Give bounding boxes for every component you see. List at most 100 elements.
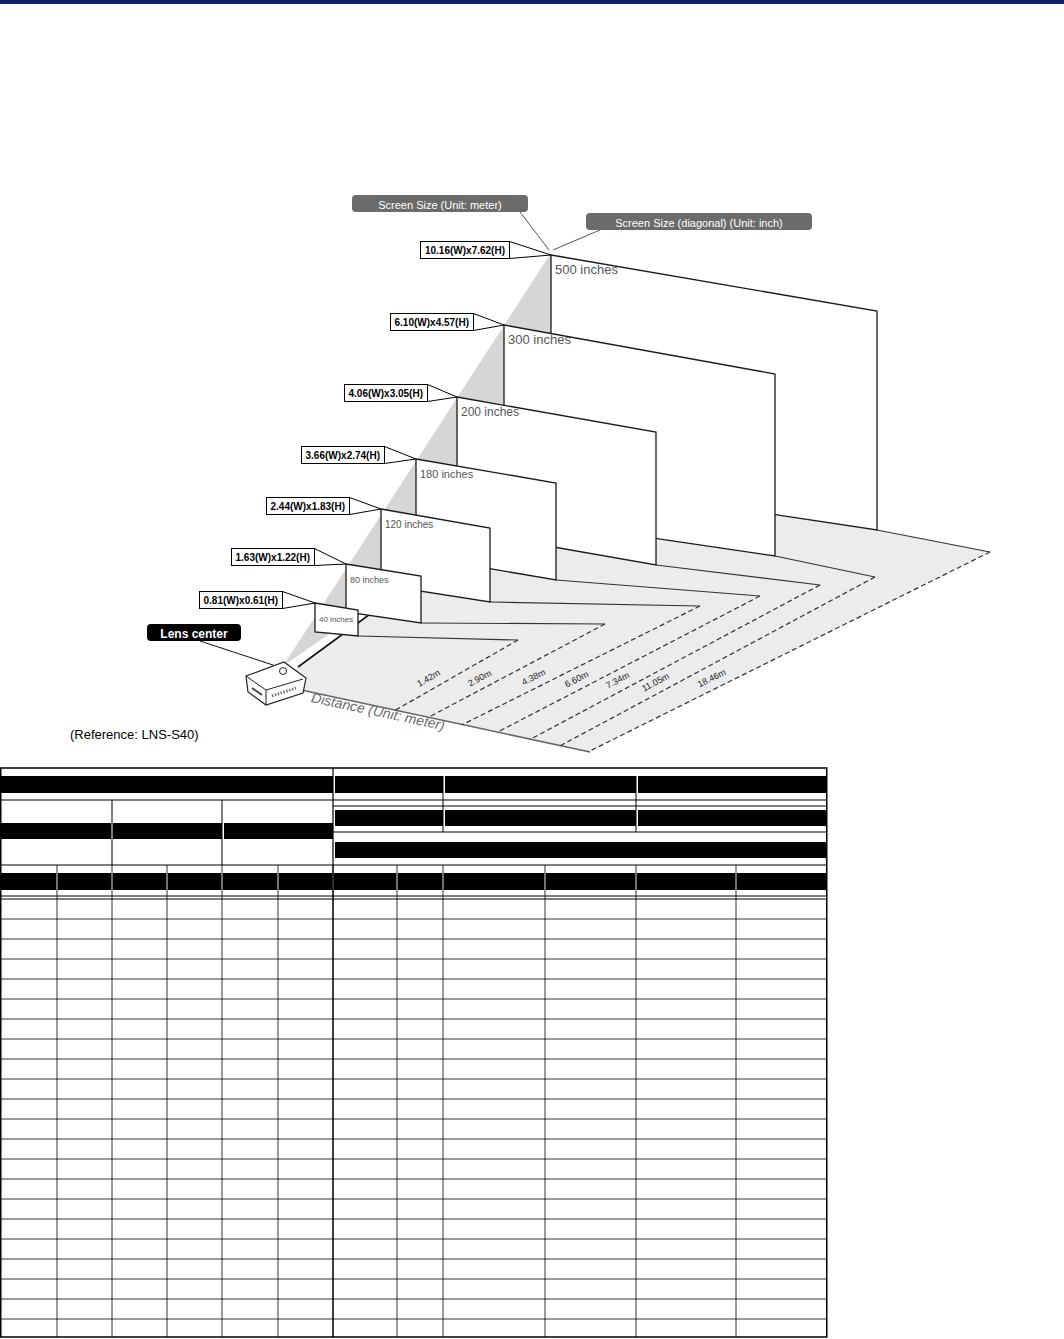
callout-pointer <box>350 498 382 515</box>
label-tag: Screen Size (diagonal) (Unit: inch) <box>586 213 812 230</box>
screen-size-label: 500 inches <box>555 263 618 277</box>
table-rule <box>0 1319 827 1320</box>
table-grid <box>0 768 827 1337</box>
leader-line <box>520 212 549 250</box>
leader-line <box>200 641 279 667</box>
table-rule <box>0 1199 827 1200</box>
dimension-text: 0.81(W)x0.61(H) <box>204 595 278 607</box>
distance-baseline <box>292 688 590 752</box>
dimension-text: 6.10(W)x4.57(H) <box>395 317 469 329</box>
callout-pointer <box>474 314 505 331</box>
table-rule <box>636 865 637 1337</box>
label-tag: Lens center <box>147 624 241 641</box>
table-rule <box>57 865 58 1337</box>
size-callout: 3.66(W)x2.74(H) <box>301 446 385 464</box>
screen-size-label: 300 inches <box>508 333 571 347</box>
floor-line <box>877 530 990 552</box>
dimension-text: 4.06(W)x3.05(H) <box>349 388 423 400</box>
table-band <box>335 810 443 826</box>
screen-size-label: 180 inches <box>420 468 473 480</box>
table-rule <box>0 1079 827 1080</box>
table-band <box>335 842 827 858</box>
floor-line <box>556 580 760 596</box>
screen-size-label: 200 inches <box>461 406 519 419</box>
projector-icon <box>246 662 306 705</box>
table-rule <box>397 865 398 1337</box>
screen-size-label: 40 inches <box>319 616 353 625</box>
table-rule <box>0 1299 827 1300</box>
table-band <box>445 776 636 793</box>
distance-dash-line <box>395 640 518 710</box>
table-rule <box>0 1219 827 1220</box>
table-band <box>335 776 443 793</box>
leader-line <box>553 230 600 250</box>
distance-dash-line <box>560 577 875 746</box>
table-rule <box>0 939 827 940</box>
floor-line <box>421 623 605 624</box>
callout-pointer <box>428 385 458 402</box>
screen-outline: 40 inches <box>315 603 358 636</box>
table-rule <box>278 865 279 1337</box>
table-rule <box>0 979 827 980</box>
distance-dash-line <box>588 552 990 752</box>
table-rule <box>0 919 827 920</box>
table-rule <box>443 865 444 1337</box>
floor-line <box>358 636 518 640</box>
table-band <box>0 776 333 793</box>
size-callout: 6.10(W)x4.57(H) <box>390 313 474 331</box>
size-callout: 2.44(W)x1.83(H) <box>266 497 350 515</box>
size-callout: 0.81(W)x0.61(H) <box>199 591 283 609</box>
reference-note: (Reference: LNS-S40) <box>70 728 199 742</box>
table-rule <box>0 1139 827 1140</box>
callout-pointer <box>283 592 316 609</box>
table-rule <box>636 776 637 832</box>
table-rule <box>0 899 827 900</box>
table-rule <box>0 959 827 960</box>
table-rule <box>333 806 827 807</box>
screen-size-label: 80 inches <box>350 576 389 586</box>
tag-text: Screen Size (diagonal) (Unit: inch) <box>615 215 783 232</box>
table-rule <box>0 1179 827 1180</box>
table-rule <box>112 800 113 865</box>
table-rule <box>332 768 333 1337</box>
size-callout: 4.06(W)x3.05(H) <box>344 384 428 402</box>
floor-line <box>656 565 820 585</box>
dimension-text: 3.66(W)x2.74(H) <box>306 450 380 462</box>
table-rule <box>0 1279 827 1280</box>
dimension-text: 10.16(W)x7.62(H) <box>425 245 505 257</box>
table-rule <box>0 999 827 1000</box>
table-rule <box>736 865 737 1337</box>
table-rule <box>222 865 223 1337</box>
floor-line <box>490 602 700 606</box>
size-callout: 10.16(W)x7.62(H) <box>420 241 510 259</box>
table-band <box>113 823 222 839</box>
dimension-text: 1.63(W)x1.22(H) <box>236 552 310 564</box>
table-rule <box>0 1059 827 1060</box>
callout-pointer <box>510 242 552 259</box>
size-callout: 1.63(W)x1.22(H) <box>231 548 315 566</box>
callout-pointer <box>385 447 417 464</box>
table-band <box>224 823 333 839</box>
table-rule <box>0 865 827 866</box>
table-rule <box>0 1119 827 1120</box>
table-rule <box>0 1019 827 1020</box>
table-rule <box>333 832 827 833</box>
table-rule <box>0 1259 827 1260</box>
table-rule <box>112 865 113 1337</box>
label-tag: Screen Size (Unit: meter) <box>352 195 528 212</box>
callout-pointer <box>315 549 347 566</box>
table-rule <box>0 1039 827 1040</box>
table-band <box>0 823 111 839</box>
table-rule <box>167 865 168 1337</box>
dimension-text: 2.44(W)x1.83(H) <box>271 501 345 513</box>
table-rule <box>443 776 444 832</box>
table-rule <box>0 896 827 897</box>
table-band <box>638 776 827 793</box>
table-border <box>1 768 827 1337</box>
table-rule <box>0 1159 827 1160</box>
table-rule <box>545 865 546 1337</box>
floor-line <box>775 556 875 577</box>
distance-dash-line <box>497 596 760 732</box>
